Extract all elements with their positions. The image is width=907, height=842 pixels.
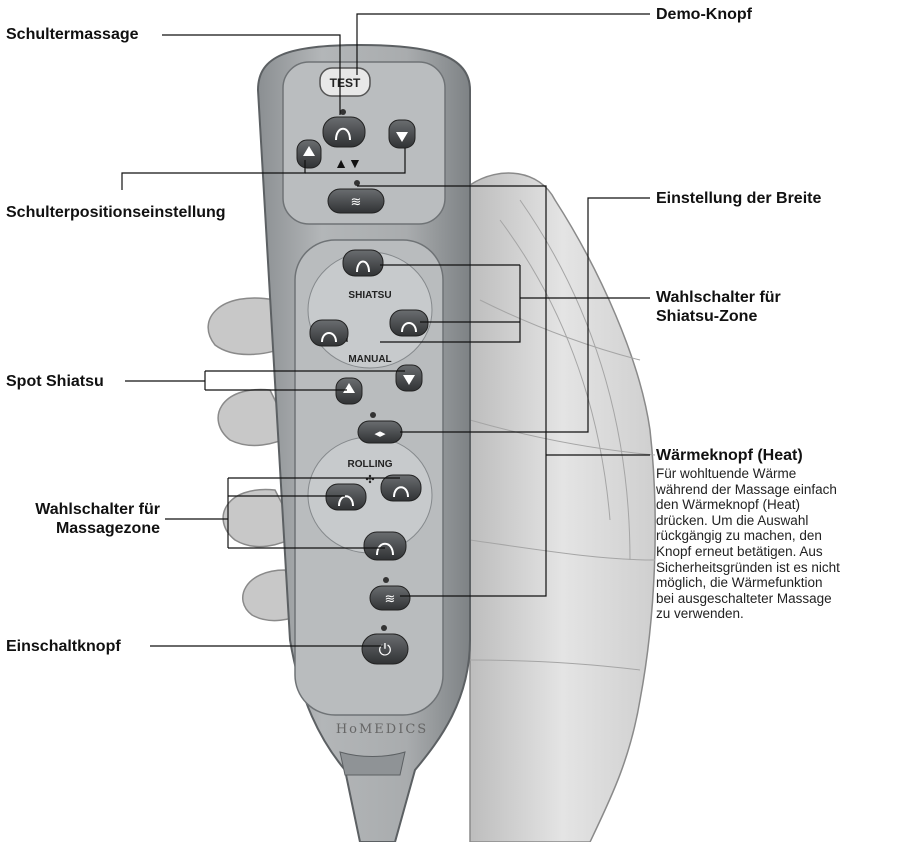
brand-logo: HoMEDICS [336,722,428,737]
heat-icon: ≋ [385,591,396,606]
label-waermeknopf-title: Wärmeknopf (Heat) [656,446,803,465]
test-button[interactable]: TEST [320,68,370,96]
spot-down-button[interactable] [396,365,422,391]
heat-desc-line: möglich, die Wärmefunktion [656,575,823,591]
shiatsu-upper-button[interactable] [343,250,383,276]
shoulder-up-button[interactable] [297,140,321,168]
label-demo-knopf: Demo-Knopf [656,5,752,24]
heat-icon: ≋ [351,194,362,209]
shiatsu-label: SHIATSU [348,290,391,301]
heat-desc-line: den Wärmeknopf (Heat) [656,497,800,513]
heat-desc-line: Für wohltuende Wärme [656,466,796,482]
heat-desc-line: während der Massage einfach [656,482,837,498]
shoulder-down-button[interactable] [389,120,415,148]
heat-desc-line: drücken. Um die Auswahl [656,513,808,529]
heat-desc-line: zu verwenden. [656,606,744,622]
label-schultermassage: Schultermassage [6,25,139,44]
rolling-symbol: ✣ [365,474,374,486]
label-schulterpositionseinstellung: Schulterpositionseinstellung [6,203,226,222]
heat-desc-line: rückgängig zu machen, den [656,528,822,544]
label-massagezone-line1: Wahlschalter für [6,500,160,519]
power-icon: ⏻ [379,642,392,659]
label-shiatsu-zone-line1: Wahlschalter für [656,288,781,307]
rolling-lower-button[interactable] [364,532,406,560]
rolling-label: ROLLING [348,459,393,470]
manual-label: MANUAL [348,354,391,365]
width-icon: ◂▸ [374,428,386,440]
heat-desc-line: bei ausgeschalteter Massage [656,591,832,607]
up-down-arrows-symbol: ▲▼ [334,155,362,171]
shiatsu-right-button[interactable] [390,310,428,336]
spot-up-button[interactable] [336,378,362,404]
heat-desc-line: Knopf erneut betätigen. Aus [656,544,823,560]
label-einschaltknopf: Einschaltknopf [6,637,121,656]
label-spot-shiatsu: Spot Shiatsu [6,372,104,391]
rolling-left-button[interactable] [326,484,366,510]
label-shiatsu-zone-line2: Shiatsu-Zone [656,307,757,326]
heat-desc-line: Sicherheitsgründen ist es nicht [656,560,840,576]
test-button-label: TEST [330,76,361,90]
label-massagezone-line2: Massagezone [6,519,160,538]
shiatsu-left-button[interactable] [310,320,348,346]
label-einstellung-der-breite: Einstellung der Breite [656,189,821,208]
rolling-right-button[interactable] [381,475,421,501]
